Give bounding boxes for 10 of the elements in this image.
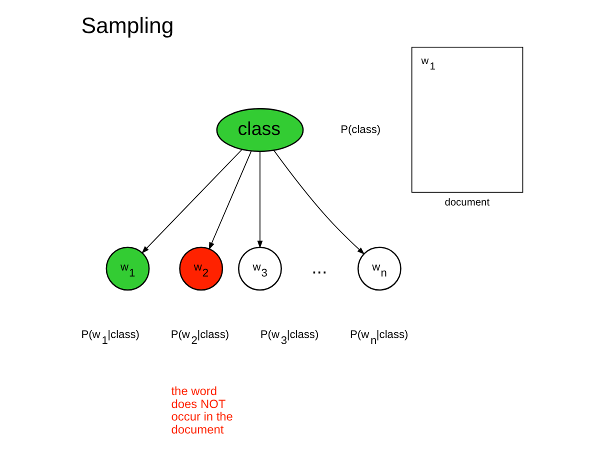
arrow — [141, 149, 242, 254]
node-label: P(class) — [340, 124, 381, 136]
label: the word does NOT occur in the document — [171, 384, 233, 436]
node-label: document — [444, 198, 490, 209]
arrow — [208, 150, 252, 250]
arrow — [273, 150, 365, 255]
node-ellipse: class — [216, 108, 304, 152]
arrow — [257, 150, 263, 248]
diagram-title: Sampling — [81, 13, 174, 38]
label: ... — [312, 256, 328, 278]
